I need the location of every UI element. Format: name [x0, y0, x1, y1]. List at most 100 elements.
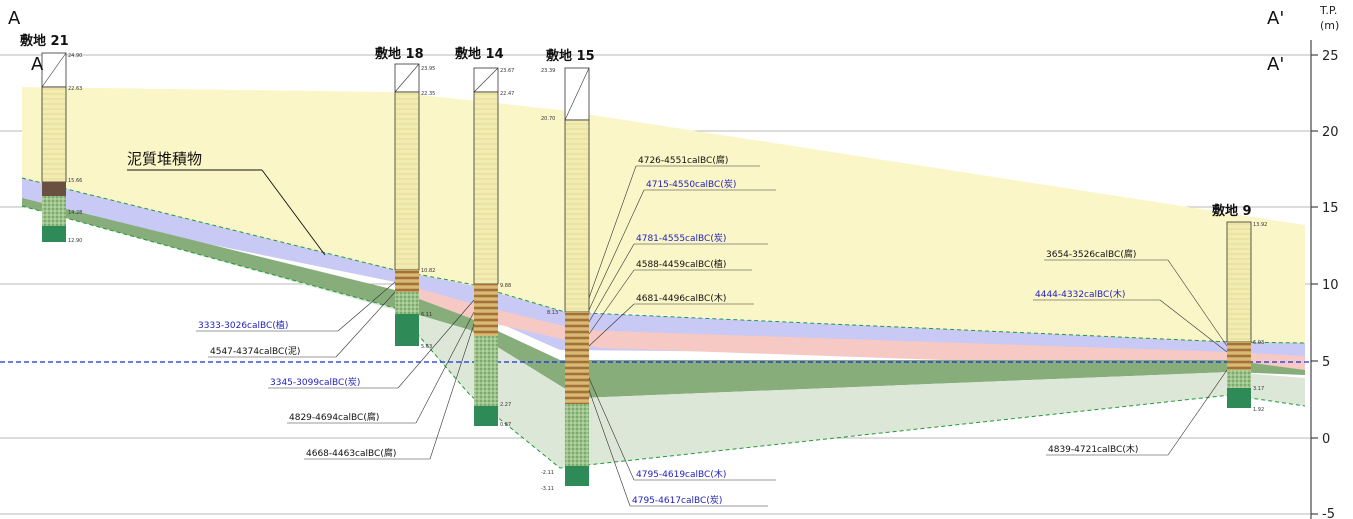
borehole-diag: [564, 67, 590, 121]
date-annotation: 4668-4463calBC(腐): [306, 447, 396, 459]
date-annotation: 4795-4619calBC(木): [636, 468, 726, 480]
date-annotation: 4681-4496calBC(木): [636, 292, 726, 304]
section-labels: A A A' A': [8, 8, 1284, 75]
borehole-b15: [564, 67, 590, 486]
elev-label: 23.95: [421, 66, 435, 72]
elev-label: 0.87: [500, 422, 511, 428]
borehole-core: [394, 91, 420, 271]
elev-label: 2.27: [500, 402, 511, 408]
borehole-dark-band: [42, 182, 66, 196]
elev-label: 22.47: [500, 91, 514, 97]
axis-tick-label: 25: [1322, 49, 1339, 64]
elevation-labels: 24.90 22.63 15.66 14.28 12.90 23.95 22.3…: [68, 53, 1267, 492]
elev-label: 15.66: [68, 178, 82, 184]
date-annotation: 4726-4551calBC(腐): [638, 154, 728, 166]
borehole-layered: [1227, 342, 1251, 370]
light-green-stratum: [22, 206, 1305, 468]
borehole-core: [1226, 221, 1252, 343]
date-annotation: 4781-4555calBC(炭): [636, 233, 726, 244]
elev-label: 23.39: [541, 68, 555, 74]
borehole-diag: [473, 67, 499, 93]
mud-leader-line: [261, 169, 326, 256]
section-label-a-prime: A': [1267, 8, 1284, 29]
elev-label: 24.90: [68, 53, 82, 59]
section-label-a: A: [31, 54, 44, 75]
borehole-layered: [395, 270, 419, 292]
borehole-titles: 敷地 21 敷地 18 敷地 14 敷地 15 敷地 9: [20, 33, 1252, 219]
date-annotation: 4444-4332calBC(木): [1035, 288, 1125, 300]
borehole-b18: [394, 63, 420, 346]
borehole-green: [565, 404, 589, 466]
elevation-axis: T.P. (m) 25 20 15 10 5 0 -5: [1310, 4, 1339, 519]
borehole-core: [473, 91, 499, 285]
date-annotation: 4829-4694calBC(腐): [289, 411, 379, 423]
borehole-deep-green: [565, 466, 589, 486]
elev-label: 13.92: [1253, 222, 1267, 228]
date-annotation: 4839-4721calBC(木): [1048, 443, 1138, 455]
mud-blue-stratum: [22, 178, 1305, 362]
date-annotations: 4726-4551calBC(腐) 4715-4550calBC(炭) 4781…: [196, 154, 1228, 507]
date-annotation: 3345-3099calBC(炭): [270, 377, 360, 388]
elev-label: 12.90: [68, 238, 82, 244]
section-label-a: A: [8, 8, 21, 29]
strata: [0, 87, 1310, 469]
borehole-title: 敷地 21: [20, 33, 69, 49]
axis-tick-label: -5: [1322, 507, 1335, 519]
elev-label: -3.11: [541, 486, 554, 492]
axis-unit-label: T.P.: [1319, 4, 1337, 17]
borehole-deep-green: [395, 314, 419, 346]
date-annotation: 4795-4617calBC(炭): [632, 495, 722, 506]
axis-tick-label: 20: [1322, 125, 1339, 140]
borehole-diag: [394, 63, 420, 93]
elev-label: 20.70: [541, 116, 555, 122]
axis-tick-label: 0: [1322, 432, 1330, 447]
elev-label: 23.67: [500, 68, 514, 74]
elev-label: 8.13: [547, 310, 558, 316]
upper-yellow-stratum: [22, 87, 1305, 343]
borehole-green: [1227, 370, 1251, 388]
elev-label: 1.92: [1253, 407, 1264, 413]
borehole-b21: [41, 52, 67, 242]
elev-label: 22.35: [421, 91, 435, 97]
borehole-title: 敷地 14: [455, 46, 504, 62]
borehole-layered: [565, 312, 589, 404]
date-annotation: 4588-4459calBC(植): [636, 258, 726, 270]
borehole-b9: [1226, 221, 1252, 408]
date-annotation: 3333-3026calBC(植): [198, 319, 288, 331]
elev-label: 14.28: [68, 210, 82, 216]
borehole-b14: [473, 67, 499, 426]
elev-label: -2.11: [541, 470, 554, 476]
borehole-core: [564, 119, 590, 313]
elev-label: 6.11: [421, 312, 432, 318]
borehole-deep-green: [474, 406, 498, 426]
elev-label: 22.63: [68, 86, 82, 92]
elev-label: 9.88: [500, 283, 511, 289]
mud-deposit-annotation: 泥質堆積物: [127, 150, 326, 256]
borehole-green: [474, 336, 498, 406]
date-annotation: 4547-4374calBC(泥): [210, 346, 300, 357]
elev-label: 3.17: [1253, 386, 1264, 392]
borehole-layered: [474, 284, 498, 336]
axis-tick-label: 5: [1322, 355, 1330, 370]
borehole-title: 敷地 9: [1212, 203, 1252, 219]
pink-stratum: [395, 282, 1305, 372]
mud-deposit-label: 泥質堆積物: [127, 150, 202, 168]
elev-label: 5.63: [421, 344, 432, 350]
borehole-deep-green: [1227, 388, 1251, 408]
borehole-diag: [41, 52, 67, 88]
borehole-title: 敷地 15: [546, 48, 595, 64]
axis-tick-label: 15: [1322, 201, 1339, 216]
section-label-a-prime: A': [1267, 54, 1284, 75]
date-annotation: 4715-4550calBC(炭): [646, 179, 736, 190]
borehole-deep-green: [42, 226, 66, 242]
borehole-core: [41, 86, 67, 183]
axis-unit-label: (m): [1320, 19, 1339, 32]
borehole-green: [42, 196, 66, 226]
elev-label: 10.82: [421, 268, 435, 274]
elev-label: 6.03: [1253, 340, 1264, 346]
borehole-title: 敷地 18: [375, 46, 424, 62]
axis-tick-label: 10: [1322, 278, 1339, 293]
date-annotation: 3654-3526calBC(腐): [1046, 248, 1136, 260]
borehole-green: [395, 292, 419, 314]
